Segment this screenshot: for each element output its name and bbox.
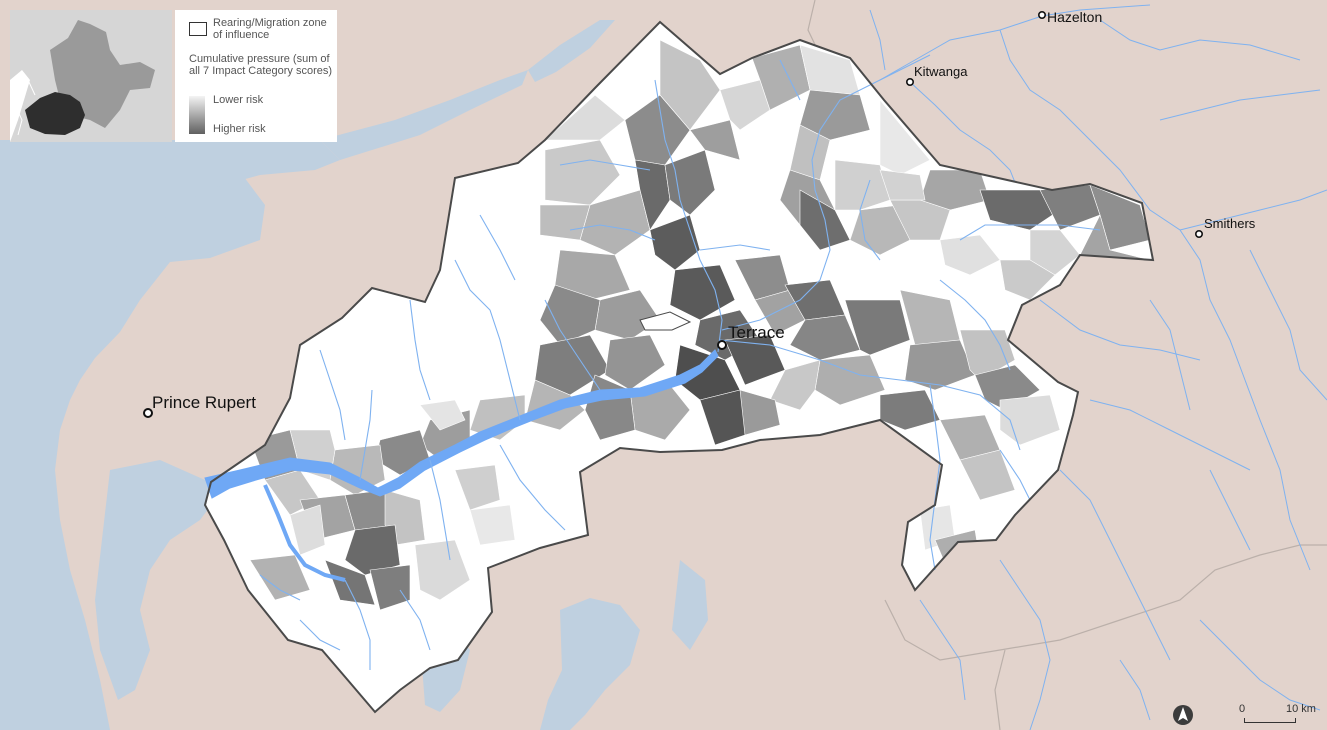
zone-outline-swatch [189,22,207,36]
regional-rivers [869,4,1327,730]
city-hazelton[interactable]: Hazelton [1038,9,1102,25]
locator-inset-map [10,10,172,142]
region-boundary [884,544,1327,661]
inlet-water [672,560,708,650]
legend-low-label: Lower risk [213,94,264,106]
rearing-zone-boundary [203,20,1155,714]
city-label-terrace: Terrace [728,323,785,342]
region-boundary [994,649,1006,730]
inset-coast [10,70,30,142]
north-arrow-icon [1173,705,1193,725]
city-label-hazelton: Hazelton [1047,9,1102,25]
scale-zero-label: 0 [1239,703,1246,715]
legend-title: Cumulative pressure (sum of all 7 Impact… [189,53,333,77]
inlet-water [540,598,640,730]
scale-line [1244,718,1296,723]
legend-zone-label: Rearing/Migration zone of influence [213,17,327,41]
city-label-kitwanga: Kitwanga [914,64,968,79]
inset-inlets [14,79,36,136]
map-legend: Rearing/Migration zone of influence Cumu… [175,10,337,142]
city-kitwanga[interactable]: Kitwanga [905,64,968,87]
legend-high-label: Higher risk [213,123,266,135]
main-river [263,484,346,582]
city-label-smithers: Smithers [1204,216,1256,231]
lake-polygon [639,311,692,331]
inset-study-area [25,92,85,135]
main-river [204,349,719,499]
city-prince-rupert[interactable]: Prince Rupert [143,393,256,418]
locator-inset-canvas [10,20,155,142]
city-terrace[interactable]: Terrace [717,323,785,350]
risk-color-ramp [189,96,205,134]
basin-rivers [259,54,1101,670]
city-smithers[interactable]: Smithers [1195,216,1256,239]
inlet-water [95,460,215,700]
ocean-water [0,140,340,300]
inlet-water [320,70,528,160]
inlet-water [528,20,615,82]
city-label-prince-rupert: Prince Rupert [152,393,256,412]
scale-end-label: 10 km [1286,703,1316,715]
